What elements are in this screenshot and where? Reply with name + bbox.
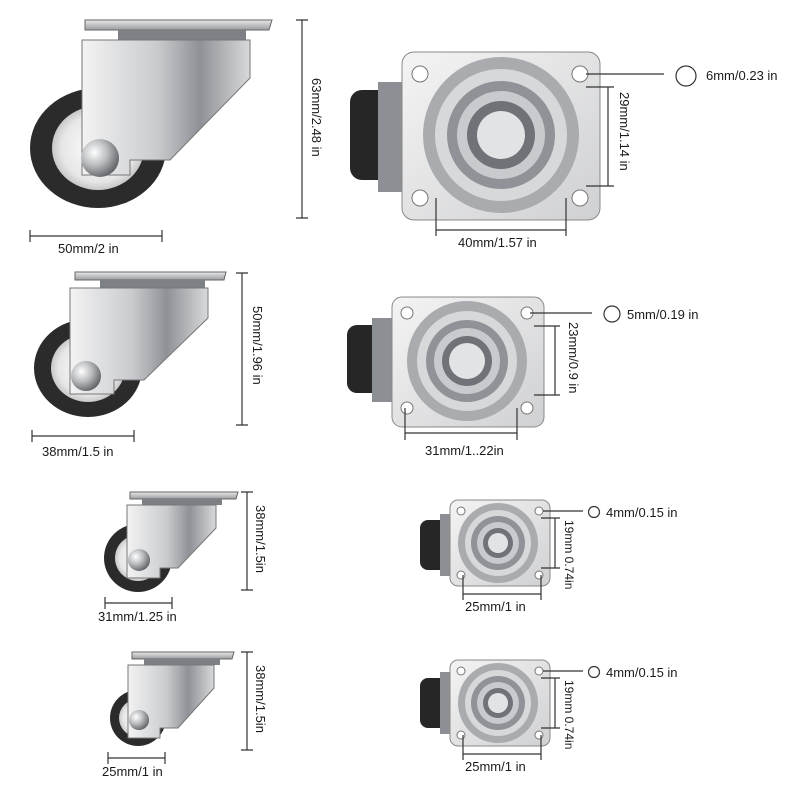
top-width-line-1 [435,198,567,236]
top-width-label-1: 40mm/1.57 in [458,235,537,250]
side-width-line-2 [31,430,135,442]
hole-circle-3 [587,505,601,519]
side-width-label-2: 38mm/1.5 in [42,444,114,459]
side-width-label-1: 50mm/2 in [58,241,119,256]
top-height-label-1: 29mm/1.14 in [617,92,632,171]
top-height-line-1 [586,86,614,187]
hole-circle-4 [587,665,601,679]
side-height-line-4 [241,651,253,751]
caster-side-view-3 [104,491,239,592]
top-height-line-4 [541,677,560,729]
top-width-label-4: 25mm/1 in [465,759,526,774]
side-width-line-3 [104,597,173,609]
top-height-line-3 [541,517,560,569]
side-height-label-2: 50mm/1.96 in [250,306,265,385]
top-height-line-2 [534,325,560,396]
top-width-line-3 [462,575,542,600]
side-width-line-4 [107,752,166,764]
dimension-lines [29,19,697,764]
caster-top-view-1 [350,51,601,221]
hole-label-4: 4mm/0.15 in [606,665,678,680]
side-height-line-3 [241,491,253,591]
caster-top-view-3 [420,499,551,587]
side-height-label-3: 38mm/1.5in [253,505,268,573]
top-width-line-4 [462,735,542,760]
caster-side-view-2 [34,271,227,417]
hole-circle-2 [603,305,621,323]
top-width-label-2: 31mm/1..22in [425,443,504,458]
side-height-label-4: 38mm/1.5in [253,665,268,733]
side-height-label-1: 63mm/2.48 in [309,78,324,157]
caster-top-view-4 [420,659,551,747]
top-width-line-2 [404,408,518,440]
top-height-label-3: 19mm 0.74in [562,520,576,590]
hole-label-3: 4mm/0.15 in [606,505,678,520]
hole-circle-1 [675,65,697,87]
side-width-label-4: 25mm/1 in [102,764,163,779]
hole-label-1: 6mm/0.23 in [706,68,778,83]
top-height-label-2: 23mm/0.9 in [566,322,581,394]
side-height-line-1 [296,19,308,219]
caster-top-view-2 [347,296,545,428]
hole-label-2: 5mm/0.19 in [627,307,699,322]
side-height-line-2 [236,272,248,426]
side-width-line-1 [29,230,163,242]
side-width-label-3: 31mm/1.25 in [98,609,177,624]
top-height-label-4: 19mm 0.74in [562,680,576,750]
top-width-label-3: 25mm/1 in [465,599,526,614]
caster-side-view-4 [110,651,235,746]
caster-side-view-1 [30,19,273,208]
